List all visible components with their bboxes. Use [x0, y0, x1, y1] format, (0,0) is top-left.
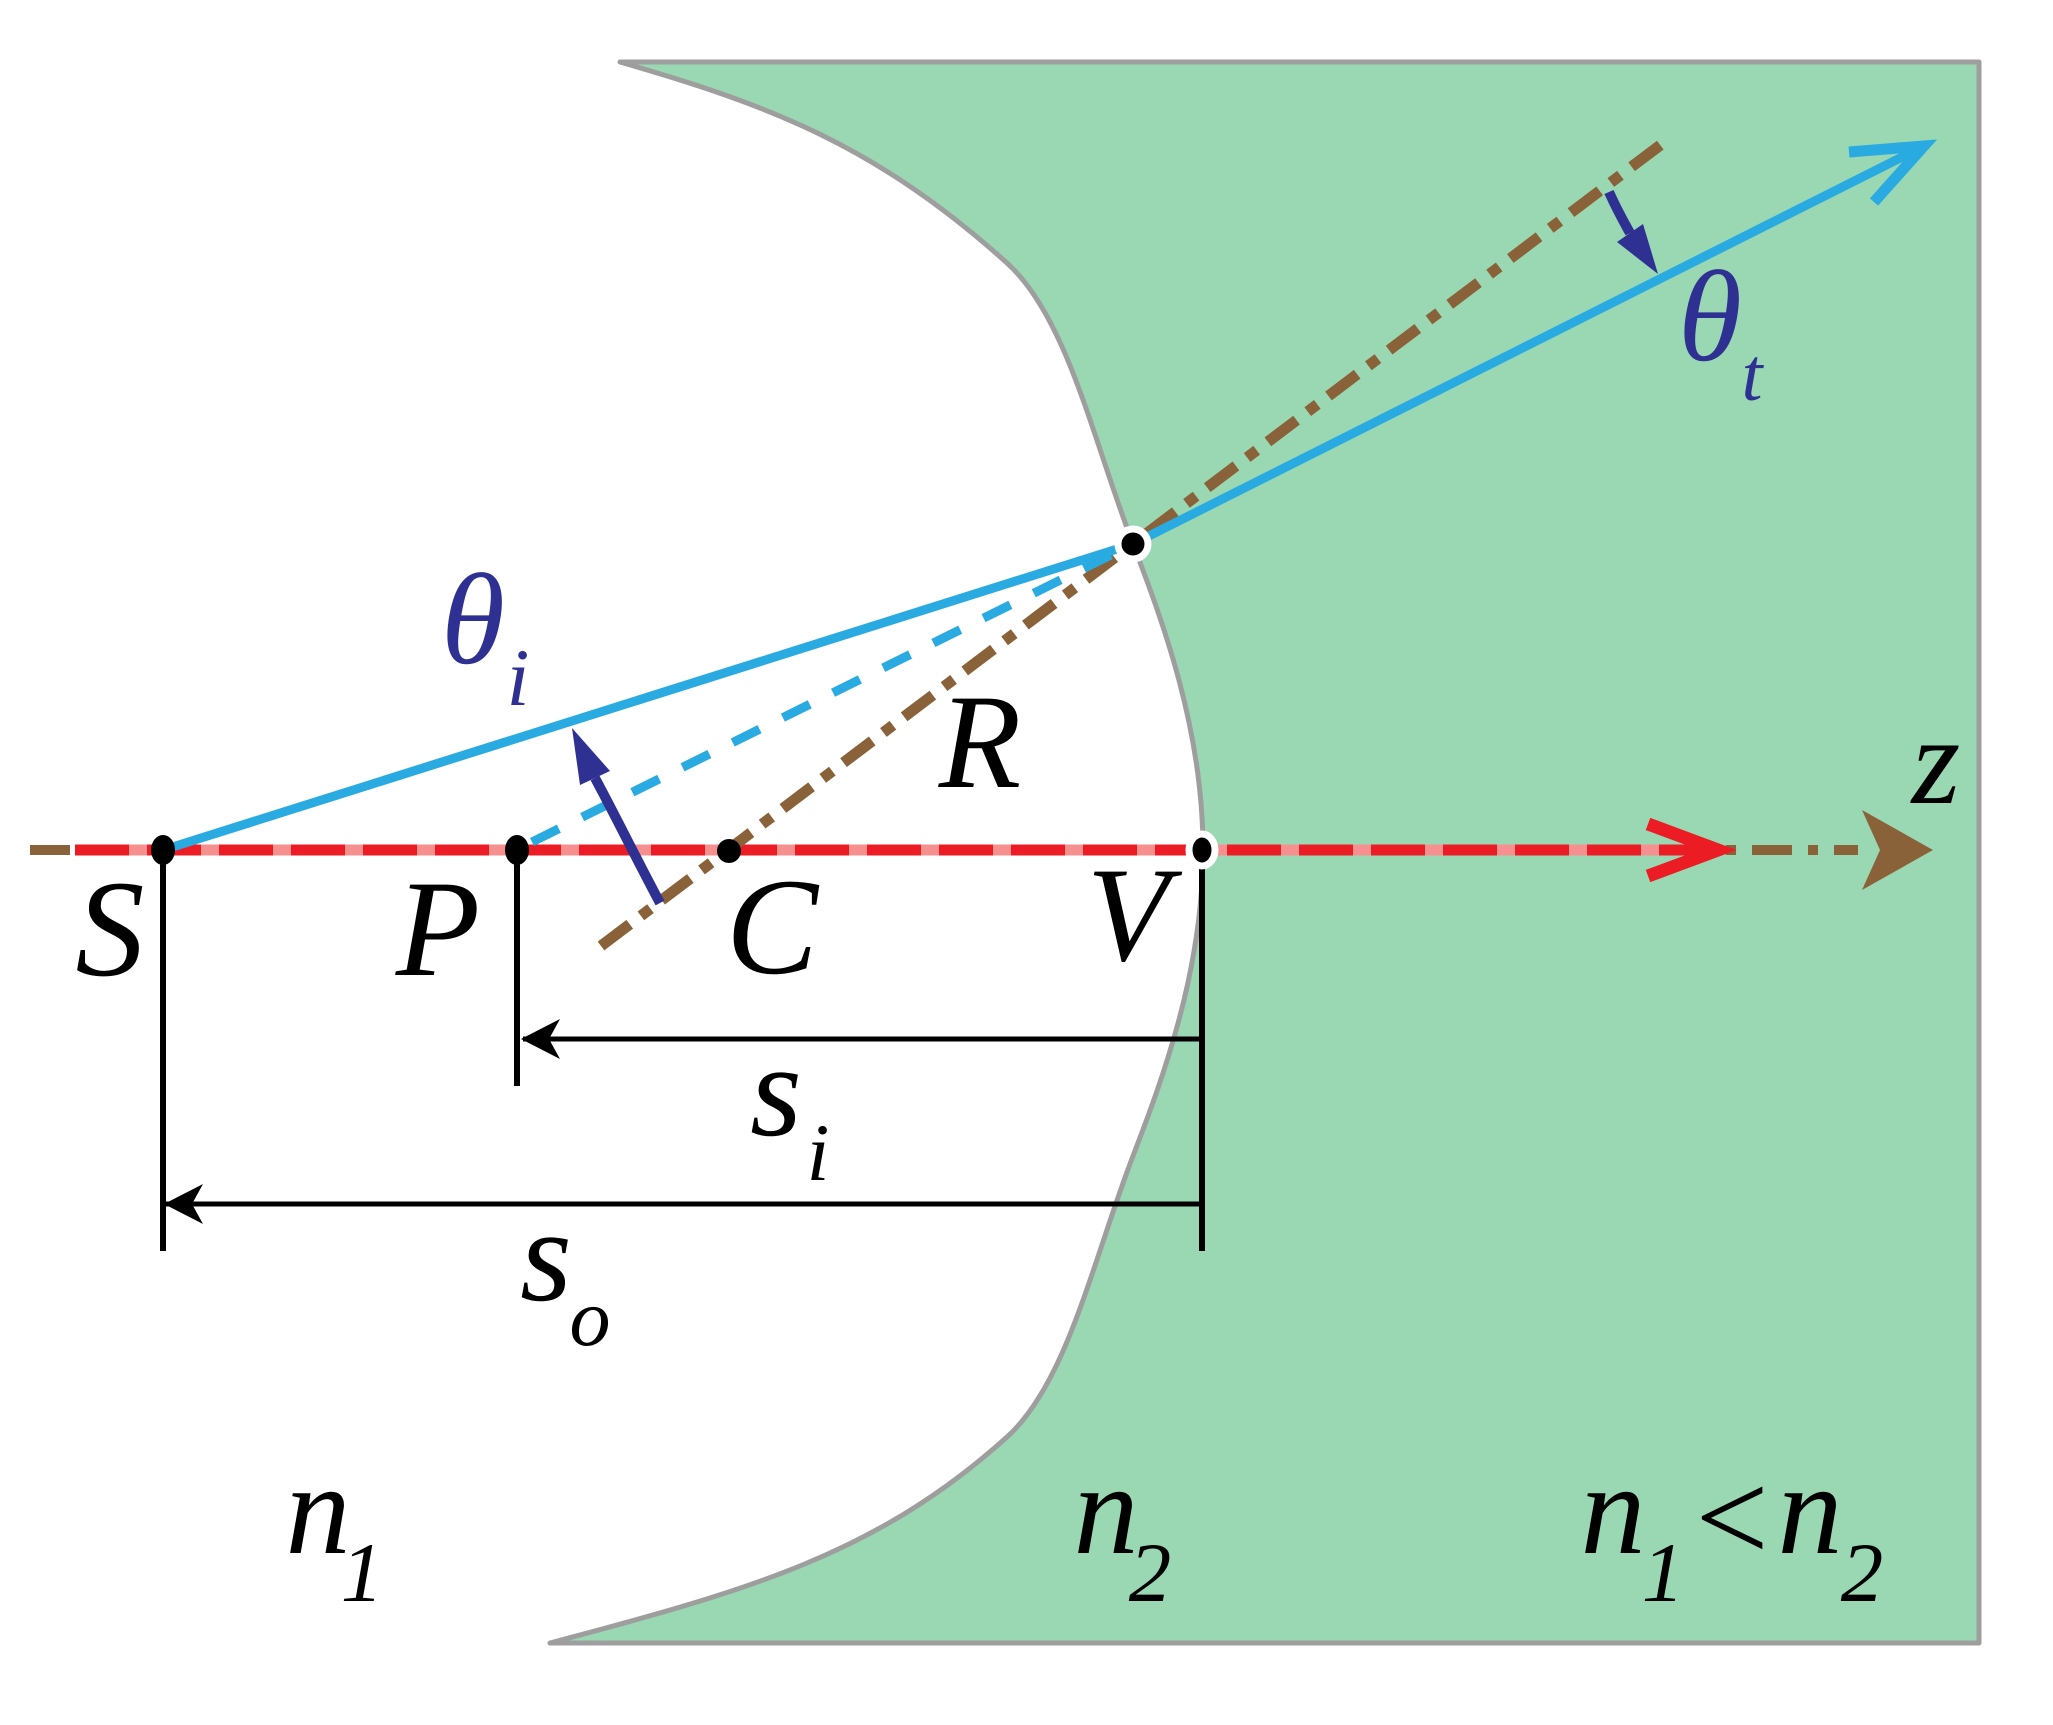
optical-axis-group	[30, 810, 1933, 890]
label-so: s	[520, 1181, 572, 1329]
label-theta-i-sub: i	[507, 632, 530, 723]
so-arrowhead	[164, 1184, 203, 1224]
light-rays-group	[161, 139, 1938, 855]
label-V: V	[1087, 841, 1183, 990]
refraction-point-dot	[1114, 525, 1152, 563]
theta-i-arc	[590, 775, 665, 906]
label-relation-n1: n	[1581, 1438, 1646, 1582]
label-theta-t-sub: t	[1742, 334, 1765, 417]
point-P-dot	[505, 835, 529, 865]
incident-ray	[161, 539, 1135, 855]
label-n2: n	[1074, 1438, 1139, 1582]
point-V-dot	[1185, 830, 1219, 870]
label-relation-n2-sub: 2	[1841, 1526, 1884, 1620]
label-theta-i: θ	[441, 548, 505, 692]
label-P: P	[395, 852, 480, 1005]
label-so-sub: o	[570, 1272, 611, 1363]
surface-normal-line	[597, 132, 1675, 951]
label-relation-n2: n	[1778, 1438, 1843, 1582]
label-z-axis: z	[1910, 693, 1961, 831]
theta-t-arc	[1604, 189, 1635, 236]
label-relation-lt: <	[1687, 1446, 1775, 1590]
label-si: s	[750, 1016, 802, 1164]
angle-arrows-group	[572, 189, 1658, 906]
theta-i-arc-arrowhead	[572, 728, 610, 785]
theta-t-arc-arrowhead	[1617, 224, 1658, 274]
red-arrowhead	[1645, 817, 1737, 883]
label-S: S	[76, 852, 145, 1005]
label-n1-sub: 1	[341, 1526, 384, 1620]
dimension-group	[160, 856, 1205, 1251]
point-C-dot	[717, 839, 741, 863]
label-n1: n	[286, 1438, 351, 1582]
axis-points-group	[151, 525, 1219, 870]
label-n2-sub: 2	[1129, 1526, 1172, 1620]
refracted-ray	[1130, 141, 1927, 549]
label-relation-n1-sub: 1	[1642, 1526, 1685, 1620]
label-R: R	[938, 668, 1021, 817]
labels-group: S P C V R z θ i θ t s i s o n 1 n 2 n 1 …	[76, 245, 1961, 1620]
label-C: C	[726, 850, 820, 1003]
label-si-sub: i	[807, 1107, 830, 1198]
si-arrowhead	[521, 1019, 560, 1059]
z-axis-arrowhead	[1862, 810, 1933, 890]
refracted-ray-arrowhead	[1848, 139, 1938, 206]
point-S-dot	[151, 835, 175, 865]
label-theta-t: θ	[1678, 245, 1742, 389]
